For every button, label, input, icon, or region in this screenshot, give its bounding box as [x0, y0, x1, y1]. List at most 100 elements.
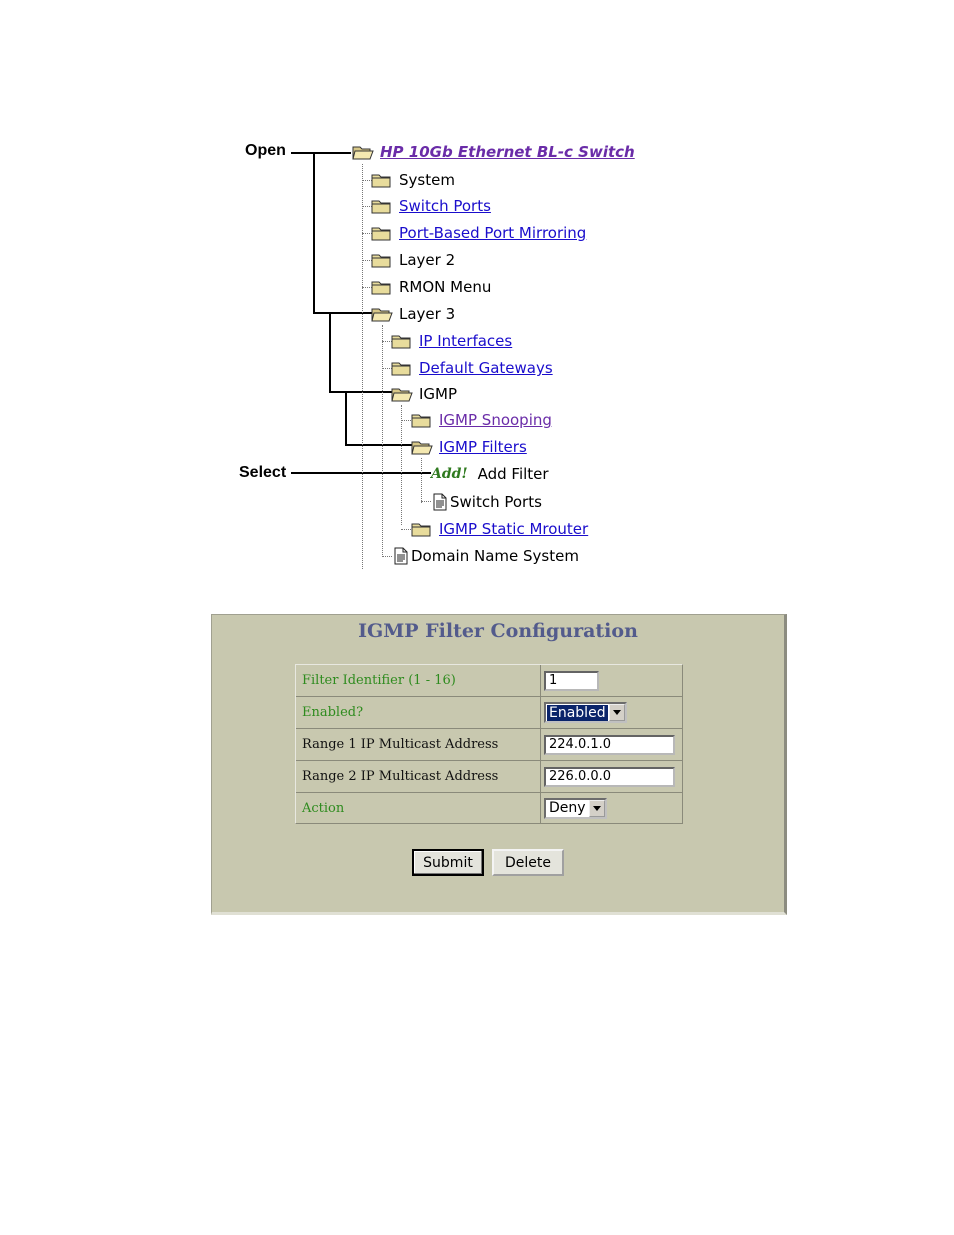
tree-item-filter-switch-ports[interactable]: Switch Ports — [432, 491, 542, 513]
tree-connector — [401, 405, 402, 525]
open-line-v1 — [313, 152, 315, 314]
config-table: Filter Identifier (1 - 16) 1 Enabled? En… — [295, 664, 683, 824]
tree-label-root[interactable]: HP 10Gb Ethernet BL-c Switch — [380, 143, 635, 161]
tree-connector — [382, 556, 392, 557]
enabled-select-value: Enabled — [547, 704, 608, 721]
table-row: Enabled? Enabled — [296, 697, 682, 729]
tree-connector — [362, 164, 363, 569]
tree-label-dns[interactable]: Domain Name System — [411, 547, 579, 565]
tree-item-igmp[interactable]: IGMP — [391, 383, 457, 405]
filter-id-label: Filter Identifier (1 - 16) — [296, 665, 541, 696]
action-select[interactable]: Deny — [544, 797, 607, 819]
action-select-value: Deny — [549, 800, 586, 816]
tree-item-igmp-snooping[interactable]: IGMP Snooping — [411, 409, 552, 431]
folder-icon — [411, 413, 431, 428]
tree-connector — [421, 501, 431, 502]
folder-icon — [391, 334, 411, 349]
open-line-h1 — [313, 312, 373, 314]
range2-label: Range 2 IP Multicast Address — [296, 761, 541, 792]
action-cell: Deny — [541, 793, 682, 823]
folder-icon — [371, 173, 391, 188]
table-row: Action Deny — [296, 793, 682, 823]
action-label: Action — [296, 793, 541, 823]
tree-item-layer2[interactable]: Layer 2 — [371, 249, 455, 271]
folder-icon — [371, 199, 391, 214]
folder-icon — [371, 253, 391, 268]
tree-label-filter-switch-ports[interactable]: Switch Ports — [450, 493, 542, 511]
open-line-v3 — [345, 391, 347, 446]
tree-connector — [382, 341, 392, 342]
tree-connector — [421, 458, 422, 503]
tree-label-layer2[interactable]: Layer 2 — [399, 251, 456, 269]
range1-input[interactable]: 224.0.1.0 — [544, 734, 675, 755]
tree-label-port-mirroring[interactable]: Port-Based Port Mirroring — [399, 224, 587, 242]
tree-item-root[interactable]: HP 10Gb Ethernet BL-c Switch — [352, 141, 635, 163]
filter-id-input[interactable]: 1 — [544, 670, 599, 691]
chevron-down-icon[interactable] — [588, 799, 605, 817]
table-row: Filter Identifier (1 - 16) 1 — [296, 665, 682, 697]
submit-button[interactable]: Submit — [412, 849, 484, 876]
enabled-select[interactable]: Enabled — [544, 702, 627, 723]
chevron-down-icon[interactable] — [608, 704, 625, 721]
tree-connector — [362, 260, 372, 261]
table-row: Range 2 IP Multicast Address 226.0.0.0 — [296, 761, 682, 793]
tree-item-igmp-filters[interactable]: IGMP Filters — [411, 436, 527, 458]
tree-item-dns[interactable]: Domain Name System — [393, 545, 579, 567]
open-line-top — [291, 152, 351, 154]
tree-item-igmp-static-mrouter[interactable]: IGMP Static Mrouter — [411, 518, 588, 540]
tree-connector — [362, 206, 372, 207]
delete-button[interactable]: Delete — [492, 849, 564, 876]
folder-icon — [371, 280, 391, 295]
folder-open-icon — [352, 145, 374, 160]
open-callout: Open — [245, 142, 286, 159]
open-line-h3 — [345, 444, 413, 446]
range1-cell: 224.0.1.0 — [541, 729, 682, 760]
tree-connector — [401, 529, 411, 530]
add-icon: Add! — [431, 466, 468, 482]
select-line — [291, 472, 431, 474]
open-line-v2 — [329, 312, 331, 393]
tree-connector — [382, 368, 392, 369]
tree-label-ip-interfaces[interactable]: IP Interfaces — [419, 332, 513, 350]
tree-label-add-filter[interactable]: Add Filter — [477, 465, 549, 483]
tree-label-igmp-static-mrouter[interactable]: IGMP Static Mrouter — [439, 520, 589, 538]
tree-label-rmon[interactable]: RMON Menu — [399, 278, 492, 296]
folder-open-icon — [411, 440, 433, 455]
tree-item-default-gateways[interactable]: Default Gateways — [391, 357, 553, 379]
tree-label-switch-ports[interactable]: Switch Ports — [399, 197, 491, 215]
tree-connector — [362, 287, 372, 288]
tree-label-default-gateways[interactable]: Default Gateways — [419, 359, 553, 377]
range2-cell: 226.0.0.0 — [541, 761, 682, 792]
select-callout: Select — [239, 464, 287, 481]
tree-connector — [362, 180, 372, 181]
tree-label-system[interactable]: System — [399, 171, 455, 189]
tree-item-ip-interfaces[interactable]: IP Interfaces — [391, 330, 512, 352]
tree-item-port-mirroring[interactable]: Port-Based Port Mirroring — [371, 222, 586, 244]
tree-label-layer3[interactable]: Layer 3 — [399, 305, 456, 323]
tree-connector — [362, 233, 372, 234]
tree-label-igmp-snooping[interactable]: IGMP Snooping — [439, 411, 552, 429]
document-icon — [432, 493, 448, 511]
enabled-cell: Enabled — [541, 697, 682, 728]
tree-label-igmp[interactable]: IGMP — [419, 385, 458, 403]
tree-item-system[interactable]: System — [371, 169, 455, 191]
igmp-filter-config-panel: IGMP Filter Configuration Filter Identif… — [211, 614, 787, 915]
tree-connector — [382, 325, 383, 557]
tree-label-igmp-filters[interactable]: IGMP Filters — [439, 438, 527, 456]
tree-item-add-filter[interactable]: Add! Add Filter — [431, 463, 549, 485]
range2-input[interactable]: 226.0.0.0 — [544, 766, 675, 787]
enabled-label: Enabled? — [296, 697, 541, 728]
table-row: Range 1 IP Multicast Address 224.0.1.0 — [296, 729, 682, 761]
open-line-h2 — [329, 391, 393, 393]
document-icon — [393, 547, 409, 565]
folder-icon — [391, 361, 411, 376]
tree-connector — [401, 420, 411, 421]
folder-icon — [371, 226, 391, 241]
tree-item-switch-ports[interactable]: Switch Ports — [371, 195, 491, 217]
panel-title: IGMP Filter Configuration — [358, 620, 638, 642]
folder-icon — [411, 522, 431, 537]
range1-label: Range 1 IP Multicast Address — [296, 729, 541, 760]
tree-item-layer3[interactable]: Layer 3 — [371, 303, 455, 325]
folder-open-icon — [371, 307, 393, 322]
tree-item-rmon[interactable]: RMON Menu — [371, 276, 491, 298]
